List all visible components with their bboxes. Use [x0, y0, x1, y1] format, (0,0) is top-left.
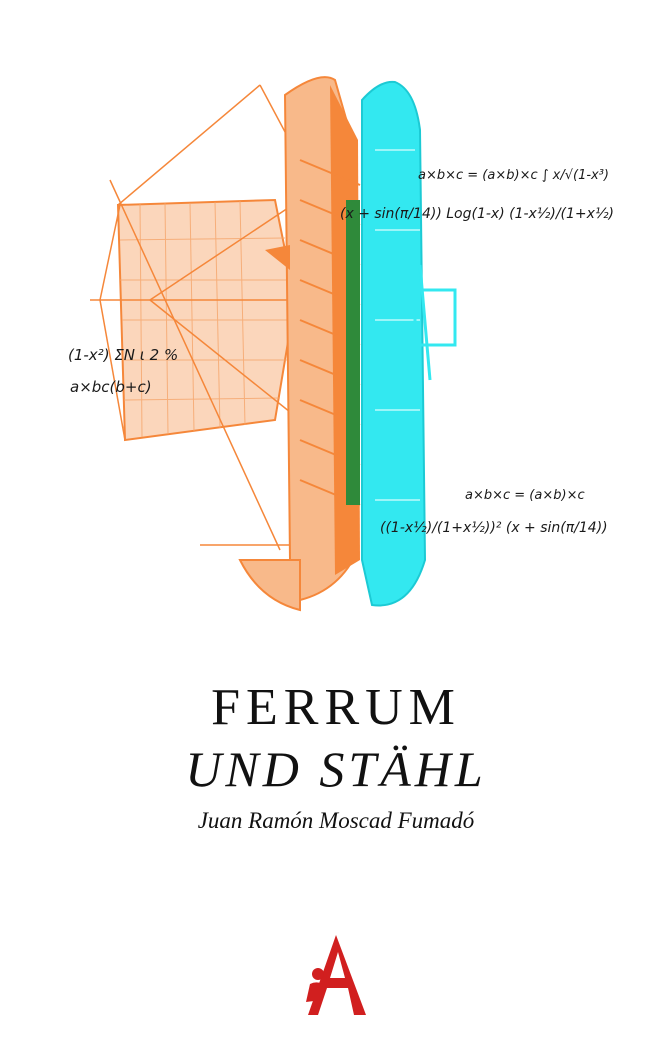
- cyan-ship: [361, 80, 457, 607]
- formula-log: (x + sin(π/14)) Log(1-x) (1-x½)/(1+x½): [340, 206, 614, 222]
- formula-fraction: ((1-x½)/(1+x½))² (x + sin(π/14)): [380, 520, 608, 536]
- formula-product: a×bc(b+c): [70, 378, 152, 396]
- book-title-line2: UND STÄHL: [185, 741, 487, 797]
- ship-illustration: [90, 76, 457, 612]
- sail: [116, 198, 297, 442]
- formula-sum: (1-x²) ΣN ι 2 %: [68, 346, 179, 364]
- green-strip: [346, 200, 360, 505]
- rigging: [90, 84, 301, 551]
- author-name: Juan Ramón Moscad Fumadó: [197, 808, 475, 833]
- publisher-logo-icon: [306, 935, 366, 1015]
- formula-integral: a×b×c = (a×b)×c ∫ x/√(1-x³): [418, 168, 610, 183]
- book-title-line1: FERRUM: [211, 679, 461, 736]
- formula-associative: a×b×c = (a×b)×c: [465, 488, 585, 503]
